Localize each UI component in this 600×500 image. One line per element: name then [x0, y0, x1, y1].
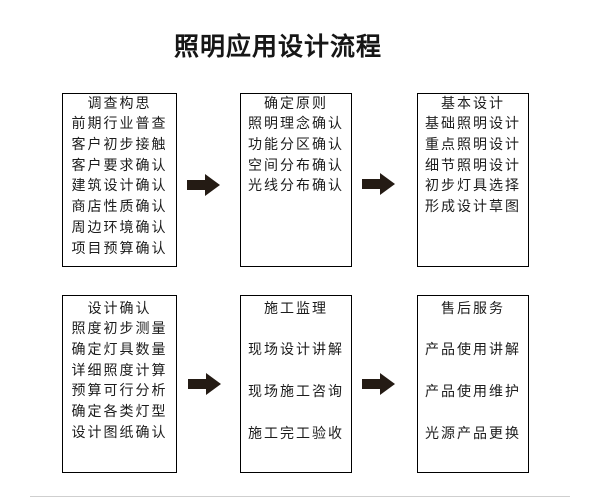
flow-box-step-1: 调查构思 前期行业普查客户初步接触客户要求确认建筑设计确认商店性质确认周边环境确… [62, 93, 177, 267]
page-title: 照明应用设计流程 [173, 34, 382, 61]
box-header: 施工监理 [264, 302, 328, 317]
arrow-right-icon [187, 174, 220, 196]
flow-box-step-2: 确定原则 照明理念确认功能分区确认空间分布确认光线分布确认 [240, 93, 352, 267]
box-item: 设计图纸确认 [71, 425, 168, 441]
arrow-right-icon [362, 373, 395, 395]
box-item: 客户初步接触 [71, 137, 168, 153]
box-item-list: 照明理念确认功能分区确认空间分布确认光线分布确认 [241, 115, 351, 198]
box-item: 预算可行分析 [71, 384, 168, 400]
box-item: 项目预算确认 [71, 241, 168, 257]
box-item: 产品使用讲解 [425, 343, 521, 358]
box-item: 空间分布确认 [248, 158, 344, 174]
flow-box-step-3: 基本设计 基础照明设计重点照明设计细节照明设计初步灯具选择形成设计草图 [417, 93, 529, 267]
box-item: 照明理念确认 [248, 117, 344, 132]
box-item-list: 现场设计讲解现场施工咨询施工完工验收 [241, 330, 351, 455]
box-item: 初步灯具选择 [425, 179, 521, 195]
box-item-list: 产品使用讲解产品使用维护光源产品更换 [418, 330, 528, 455]
box-header: 售后服务 [441, 302, 505, 317]
box-item: 功能分区确认 [248, 137, 344, 153]
box-item: 光源产品更换 [425, 426, 521, 442]
box-item: 细节照明设计 [425, 158, 521, 174]
box-item: 形成设计草图 [425, 200, 521, 216]
arrow-right-icon [362, 173, 395, 195]
box-item: 详细照度计算 [71, 363, 168, 379]
box-item: 现场设计讲解 [248, 343, 344, 358]
flow-box-step-5: 施工监理 现场设计讲解现场施工咨询施工完工验收 [240, 295, 352, 473]
box-item: 基础照明设计 [425, 117, 521, 132]
arrow-right-icon [188, 373, 221, 395]
box-item-list: 基础照明设计重点照明设计细节照明设计初步灯具选择形成设计草图 [418, 115, 528, 219]
box-item: 客户要求确认 [71, 158, 168, 174]
box-header: 设计确认 [87, 302, 152, 317]
box-item: 照度初步测量 [71, 322, 168, 337]
box-item: 商店性质确认 [71, 200, 168, 216]
box-item-list: 照度初步测量确定灯具数量详细照度计算预算可行分析确定各类灯型设计图纸确认 [63, 320, 176, 445]
box-item: 确定灯具数量 [71, 342, 168, 358]
box-item: 建筑设计确认 [71, 179, 168, 195]
flow-box-step-6: 售后服务 产品使用讲解产品使用维护光源产品更换 [417, 295, 529, 473]
box-item: 前期行业普查 [71, 117, 168, 132]
box-item: 施工完工验收 [248, 426, 344, 442]
page-bottom-divider [30, 496, 570, 497]
box-item: 确定各类灯型 [71, 405, 168, 421]
box-item: 现场施工咨询 [248, 384, 344, 400]
box-item: 产品使用维护 [425, 384, 521, 400]
box-item: 光线分布确认 [248, 179, 344, 195]
box-header: 基本设计 [441, 97, 505, 112]
box-item: 重点照明设计 [425, 137, 521, 153]
box-item-list: 前期行业普查客户初步接触客户要求确认建筑设计确认商店性质确认周边环境确认项目预算… [63, 115, 176, 261]
box-header: 确定原则 [264, 97, 328, 112]
flow-box-step-4: 设计确认 照度初步测量确定灯具数量详细照度计算预算可行分析确定各类灯型设计图纸确… [62, 295, 177, 473]
box-item: 周边环境确认 [71, 220, 168, 236]
box-header: 调查构思 [87, 97, 152, 112]
